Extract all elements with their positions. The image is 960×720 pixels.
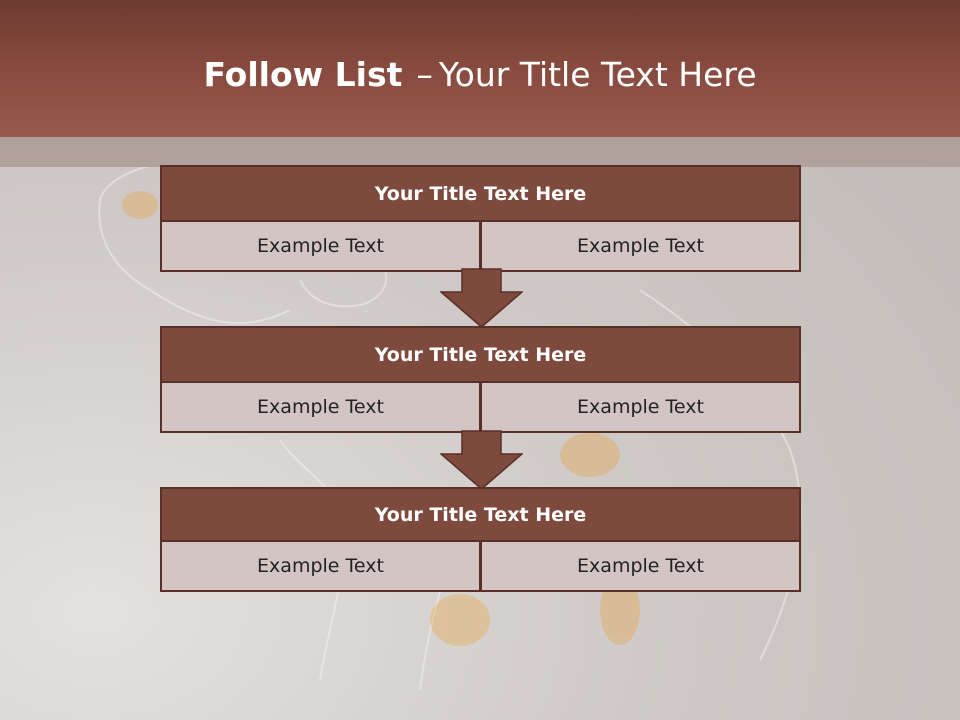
slide-title: Follow List–Your Title Text Here xyxy=(0,55,960,94)
block-row: Example Text Example Text xyxy=(160,383,801,433)
list-block-2: Your Title Text Here Example Text Exampl… xyxy=(160,326,801,433)
title-bold: Follow List xyxy=(203,55,403,94)
list-block-3: Your Title Text Here Example Text Exampl… xyxy=(160,487,801,592)
block-title: Your Title Text Here xyxy=(160,165,801,222)
block-title: Your Title Text Here xyxy=(160,326,801,383)
block-cell-left: Example Text xyxy=(160,542,481,592)
header-bar xyxy=(0,0,960,137)
title-dash: – xyxy=(416,55,433,94)
block-row: Example Text Example Text xyxy=(160,542,801,592)
title-rest: Your Title Text Here xyxy=(438,55,757,94)
block-row: Example Text Example Text xyxy=(160,222,801,272)
block-cell-left: Example Text xyxy=(160,222,481,272)
list-block-1: Your Title Text Here Example Text Exampl… xyxy=(160,165,801,272)
header-band xyxy=(0,137,960,167)
block-cell-left: Example Text xyxy=(160,383,481,433)
block-cell-right: Example Text xyxy=(481,222,801,272)
down-arrow-icon xyxy=(440,268,523,328)
down-arrow-icon xyxy=(440,430,523,490)
block-cell-right: Example Text xyxy=(481,542,801,592)
block-title: Your Title Text Here xyxy=(160,487,801,542)
block-cell-right: Example Text xyxy=(481,383,801,433)
